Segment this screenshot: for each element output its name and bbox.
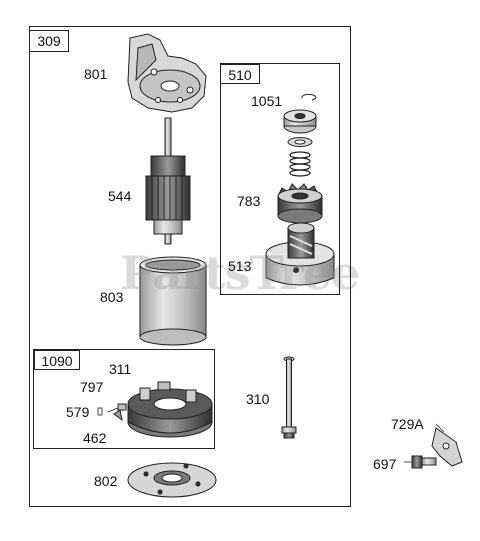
motor-housing-803: [139, 256, 207, 346]
brush-holder-311: [127, 381, 213, 438]
washer: [287, 137, 313, 147]
armature-544: [145, 117, 191, 245]
part-label-311[interactable]: 311: [109, 361, 132, 377]
subassembly-box-510: [220, 63, 340, 295]
assembly-box-309: [29, 26, 351, 507]
part-label-310[interactable]: 310: [246, 391, 270, 407]
spring: [289, 151, 311, 177]
through-bolt-310: [281, 356, 297, 439]
screw-697: [411, 455, 437, 469]
part-label-513[interactable]: 513: [228, 258, 252, 274]
subassembly-tag-510[interactable]: 510: [220, 64, 260, 84]
part-label-697[interactable]: 697: [373, 456, 397, 472]
drive-assembly-513: [265, 222, 335, 286]
end-plate-802: [127, 462, 217, 498]
part-label-579[interactable]: 579: [66, 404, 90, 420]
terminal-797: [117, 403, 127, 411]
part-label-783[interactable]: 783: [237, 193, 261, 209]
part-label-729A[interactable]: 729A: [391, 416, 424, 432]
assembly-tag-309[interactable]: 309: [29, 30, 69, 52]
part-label-802[interactable]: 802: [94, 473, 118, 489]
part-label-803[interactable]: 803: [100, 289, 124, 305]
part-label-462[interactable]: 462: [83, 430, 107, 446]
pinion-cap: [283, 109, 317, 134]
clip-462: [113, 409, 123, 422]
end-cap-bracket-801: [127, 33, 207, 113]
watermark: PartsTree: [120, 246, 360, 300]
pinion-gear-783: [277, 183, 323, 224]
part-label-544[interactable]: 544: [108, 188, 132, 204]
part-label-797[interactable]: 797: [80, 379, 104, 395]
brush-579: [97, 407, 103, 416]
subassembly-box-1090: [33, 349, 215, 449]
leader-lines: [107, 407, 445, 463]
part-label-1051[interactable]: 1051: [251, 93, 283, 109]
retaining-ring-1051: [301, 93, 317, 101]
subassembly-tag-1090[interactable]: 1090: [34, 350, 80, 370]
part-label-801[interactable]: 801: [84, 66, 108, 82]
bracket-729A: [431, 427, 463, 467]
